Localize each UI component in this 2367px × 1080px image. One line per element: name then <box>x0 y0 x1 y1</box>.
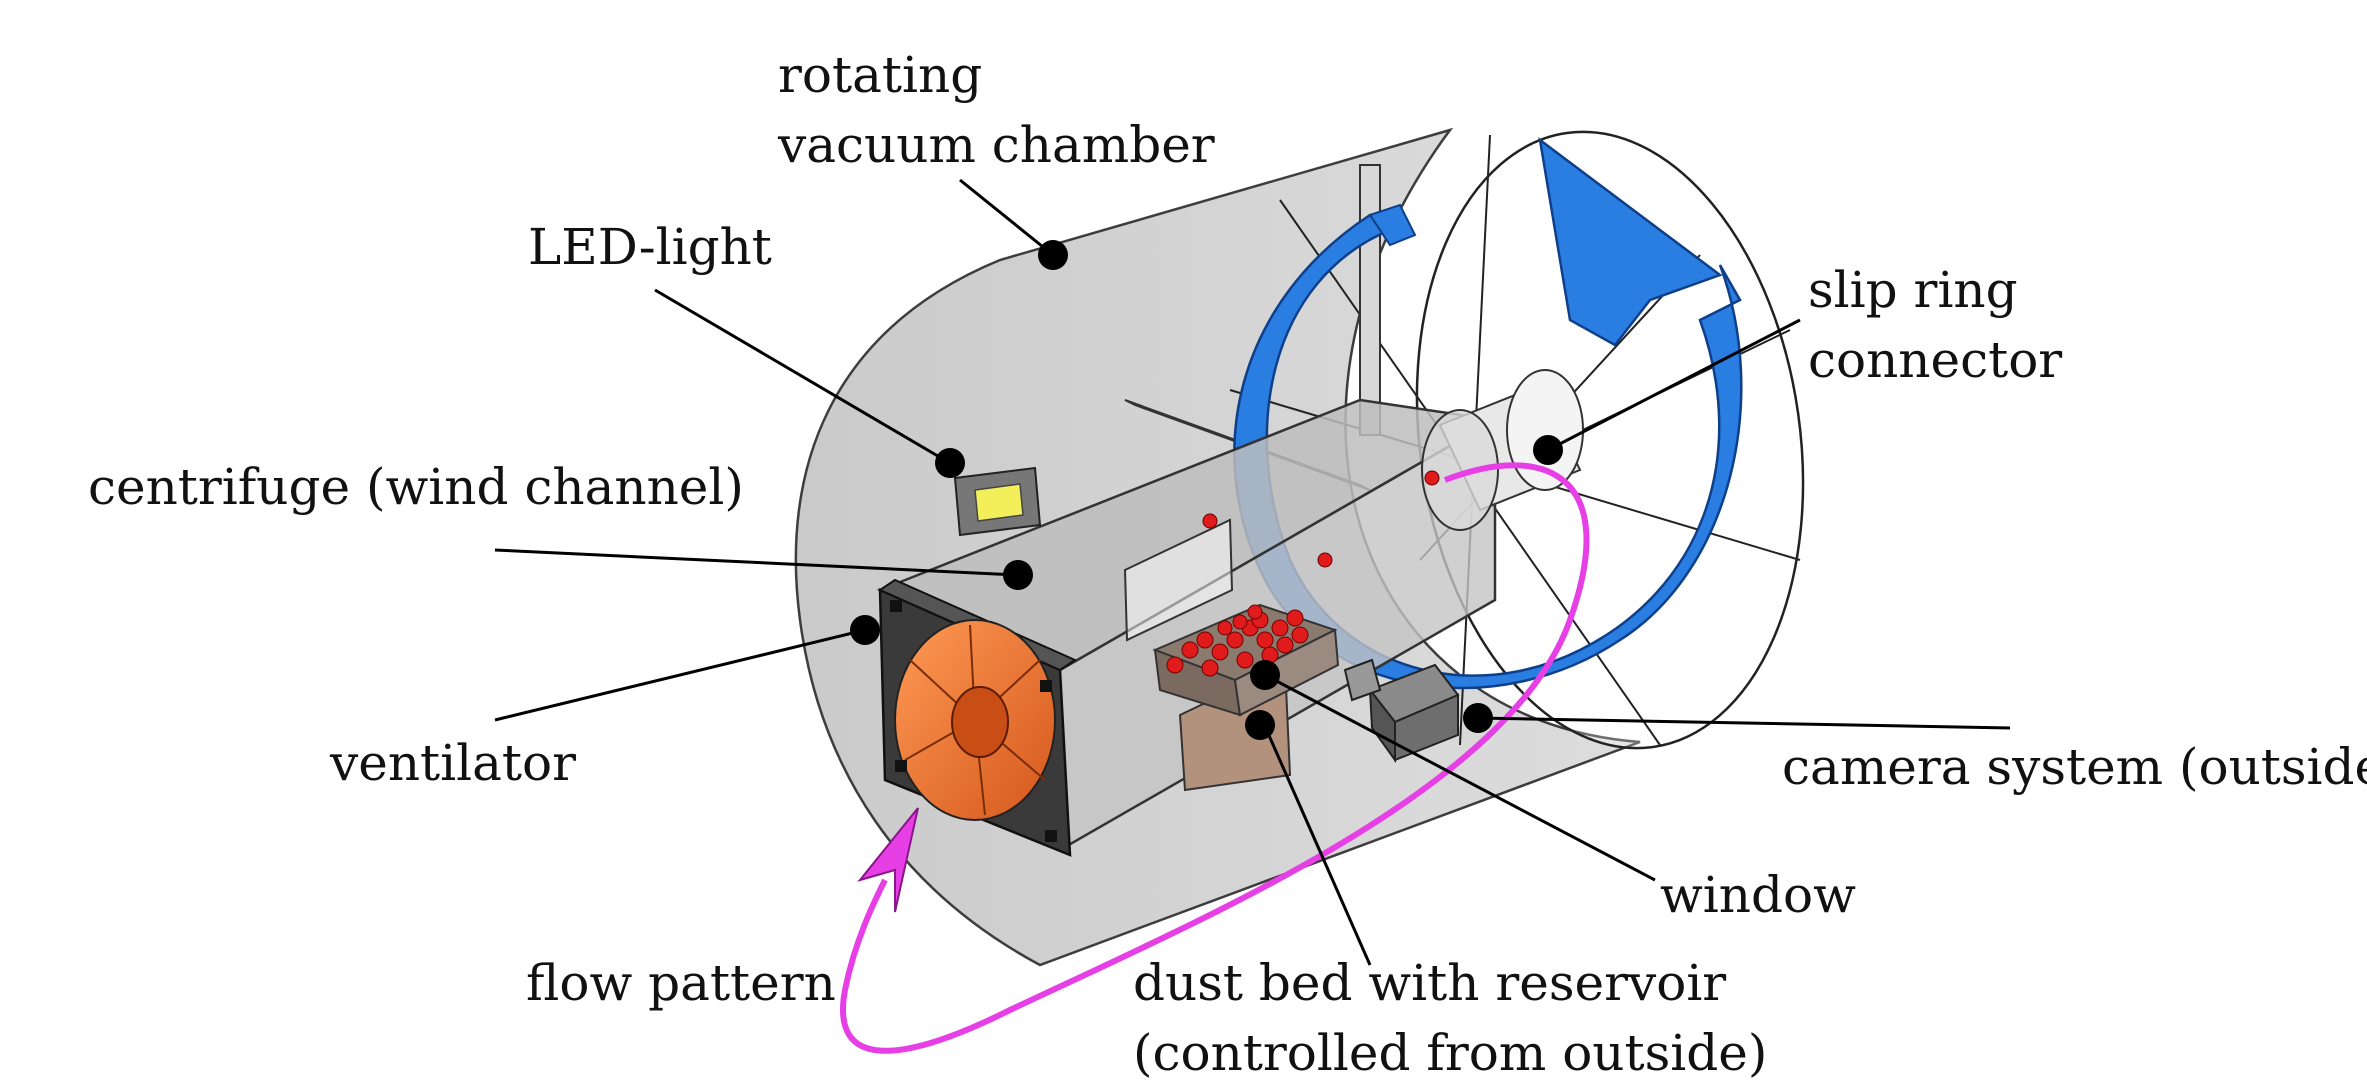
leader-lines <box>494 178 2011 966</box>
dust-particles <box>1166 604 1309 677</box>
label-line: vacuum chamber <box>778 116 1215 174</box>
label-line: dust bed with reservoir <box>1133 954 1727 1012</box>
marker-dot <box>1202 513 1218 529</box>
vertical-rod <box>1359 164 1381 436</box>
label-ventilator: ventilator <box>330 734 577 792</box>
label-flow-pattern: flow pattern <box>526 954 836 1012</box>
rotation-arrowhead-icon <box>1538 137 1723 347</box>
rotation-arrow-tail <box>1368 203 1417 247</box>
camera-icon <box>1343 658 1460 764</box>
window-panel <box>1123 518 1234 642</box>
label-window: window <box>1660 866 1856 924</box>
label-line: (controlled from outside) <box>1133 1024 1768 1080</box>
fan-icon <box>877 578 1078 857</box>
label-camera-system: camera system (outside) <box>1782 738 2367 796</box>
flow-pattern-curve <box>840 462 1590 1054</box>
label-slip-ring-connector: slip ring connector <box>1808 255 2062 395</box>
leader-dots <box>850 240 1563 740</box>
label-led-light: LED-light <box>528 218 772 276</box>
label-centrifuge: centrifuge (wind channel) <box>88 458 744 516</box>
label-rotating-vacuum-chamber: rotating vacuum chamber <box>778 40 1215 180</box>
flow-arrow-icon <box>857 807 919 913</box>
marker-dot <box>1424 470 1440 486</box>
label-dust-bed: dust bed with reservoir (controlled from… <box>1133 948 1767 1080</box>
led-light-icon <box>953 466 1042 537</box>
label-line: connector <box>1808 331 2063 389</box>
marker-dot <box>1317 552 1333 568</box>
label-line: slip ring <box>1808 261 2018 319</box>
slip-ring-connector <box>1421 369 1584 531</box>
label-line: rotating <box>778 46 983 104</box>
